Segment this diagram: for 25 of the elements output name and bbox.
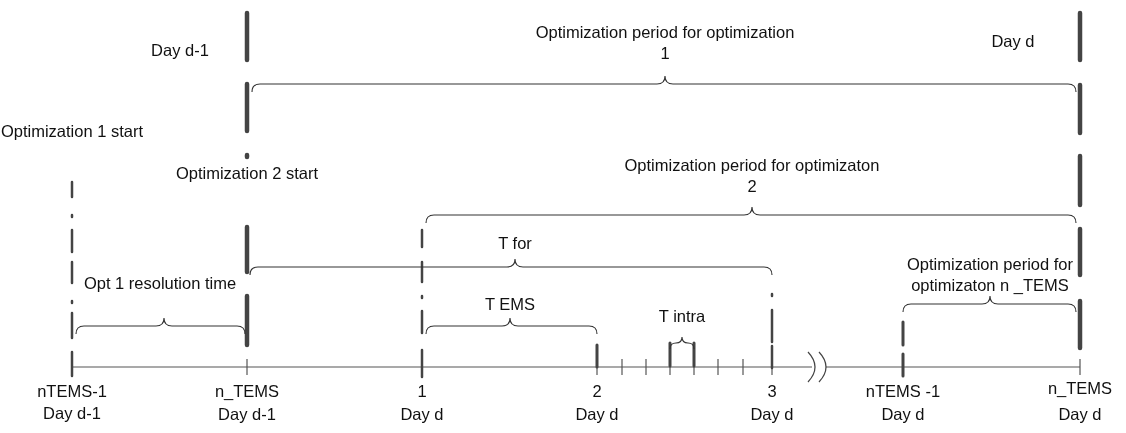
day-label: Day d-1 [150, 40, 210, 61]
period-label: Optimization period for optimizaton 2 [623, 155, 881, 197]
tick-label: nTEMS -1 [864, 381, 942, 402]
period-label: Opt 1 resolution time [82, 273, 238, 294]
tick-label: n_TEMS [213, 381, 281, 402]
tick-label: 3 [766, 381, 778, 402]
period-label: T intra [657, 306, 707, 327]
day-label: Day d [990, 31, 1036, 52]
tick-label: 1 [416, 381, 428, 402]
day-label: Day d-1 [42, 403, 102, 424]
tick-label: nTEMS-1 [36, 381, 108, 402]
event-label: Optimization 1 start [0, 121, 145, 142]
tick-label: n_TEMS [1046, 378, 1114, 399]
day-label: Day d-1 [217, 404, 277, 425]
day-label: Day d [399, 404, 445, 425]
period-label: Optimization period for optimization 1 [535, 22, 795, 64]
day-label: Day d [880, 404, 926, 425]
period-label: Optimization period for optimizaton n _TEMS [906, 254, 1074, 296]
day-label: Day d [749, 404, 795, 425]
tick-label: 2 [591, 381, 603, 402]
day-label: Day d [1057, 404, 1103, 425]
period-label: T EMS [483, 294, 537, 315]
event-label: Optimization 2 start [174, 163, 320, 184]
period-label: T for [497, 233, 533, 254]
day-label: Day d [574, 404, 620, 425]
